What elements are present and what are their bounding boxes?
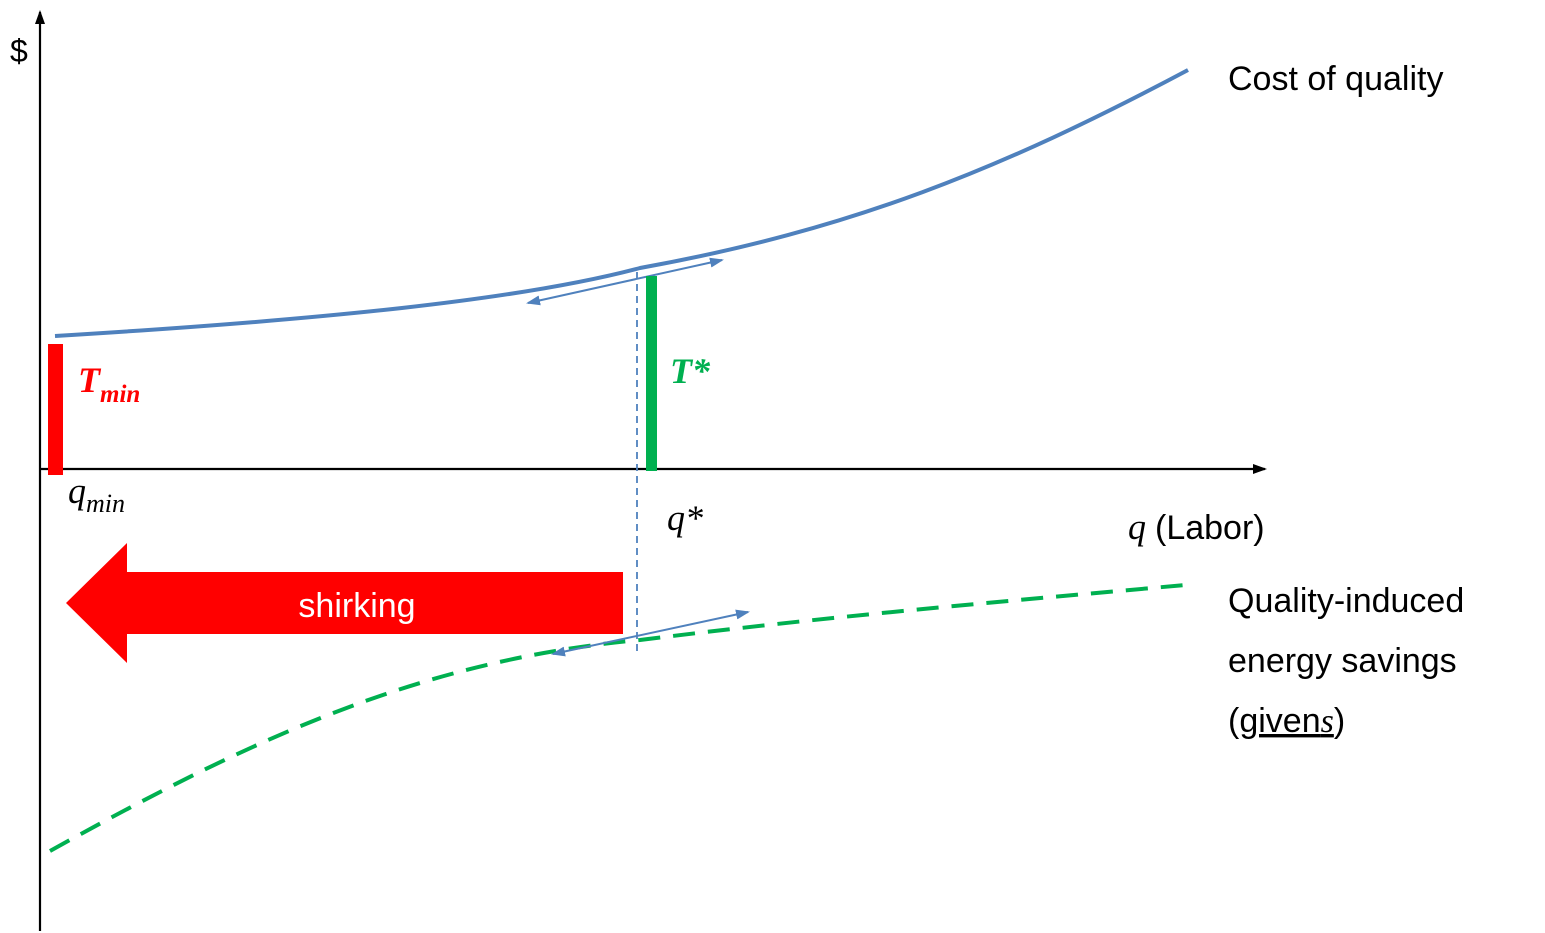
q-star-label: q* [667, 498, 703, 538]
shirking-label: shirking [298, 587, 415, 625]
x-axis-var: q [1128, 507, 1146, 547]
t-star-label: T* [670, 351, 711, 391]
s-variable: s [1321, 703, 1334, 740]
energy-savings-label-line3: (givens) [1228, 702, 1345, 740]
paren-open: ( [1228, 702, 1240, 740]
cost-of-quality-label: Cost of quality [1228, 60, 1443, 98]
shirking-arrow [66, 543, 623, 663]
cost-tangent-arrow [526, 257, 724, 306]
y-axis-label: $ [10, 33, 28, 69]
x-axis-label: q(Labor) [1128, 507, 1265, 547]
given-word: given [1239, 702, 1320, 740]
energy-savings-label-line2: energy savings [1228, 642, 1457, 680]
x-axis-text: (Labor) [1155, 509, 1265, 547]
t-star-bar [646, 276, 657, 471]
cost-of-quality-curve [54, 68, 1189, 338]
paren-close: ) [1334, 702, 1345, 740]
savings-tangent-arrow [551, 609, 750, 657]
t-min-label: Tmin [78, 360, 140, 408]
q-min-label: qmin [68, 471, 125, 518]
energy-savings-label-line1: Quality-induced [1228, 582, 1464, 620]
t-min-bar [48, 344, 63, 475]
